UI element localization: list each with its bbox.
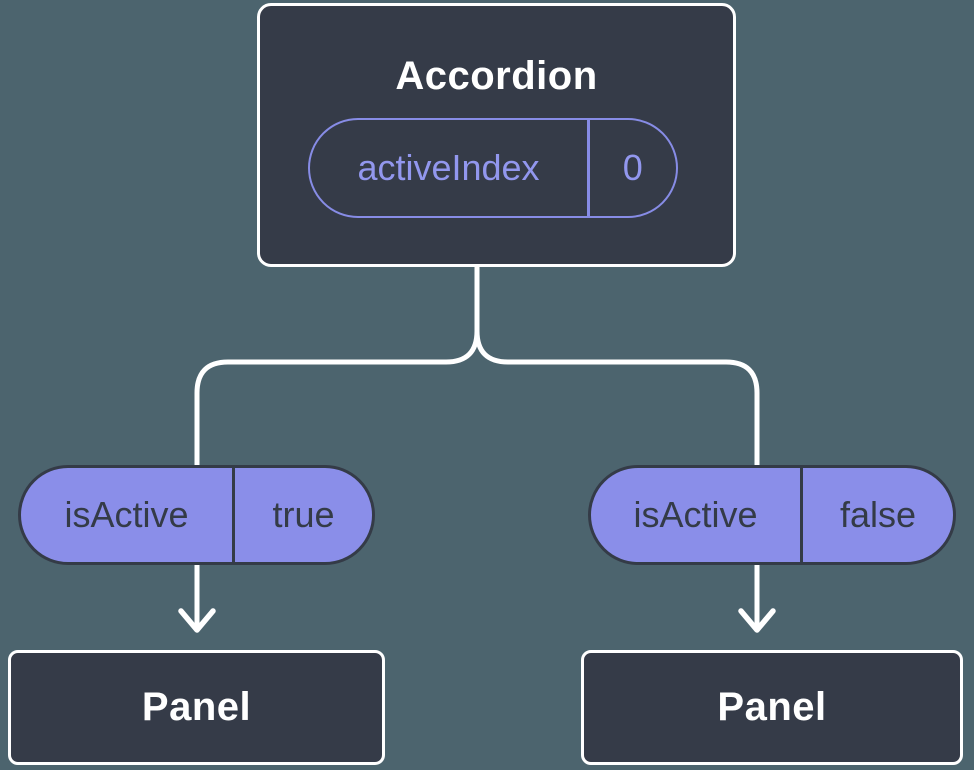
- connector-left-branch: [194, 265, 480, 631]
- state-pill: activeIndex 0: [308, 118, 678, 218]
- pill-divider: [800, 468, 803, 562]
- pill-divider: [587, 120, 590, 216]
- prop-pill-isactive-false: isActive false: [588, 465, 956, 565]
- state-pill-value: 0: [622, 147, 643, 188]
- panel-node-right: Panel: [581, 650, 963, 765]
- prop-pill-label: isActive: [633, 494, 758, 535]
- panel-node-title: Panel: [141, 685, 252, 729]
- state-pill-label: activeIndex: [357, 147, 540, 188]
- prop-pill-isactive-true: isActive true: [18, 465, 375, 565]
- connector-right-branch: [474, 265, 760, 631]
- pill-divider: [232, 468, 235, 562]
- arrow-down-icon: [738, 608, 776, 633]
- prop-pill-label: isActive: [64, 494, 189, 535]
- panel-node-left: Panel: [8, 650, 385, 765]
- prop-pill-value: false: [839, 494, 917, 535]
- accordion-node-title: Accordion: [395, 54, 598, 98]
- accordion-node: Accordion activeIndex 0: [257, 3, 736, 267]
- arrow-down-icon: [178, 608, 216, 633]
- prop-pill-value: true: [272, 494, 335, 535]
- panel-node-title: Panel: [717, 685, 827, 729]
